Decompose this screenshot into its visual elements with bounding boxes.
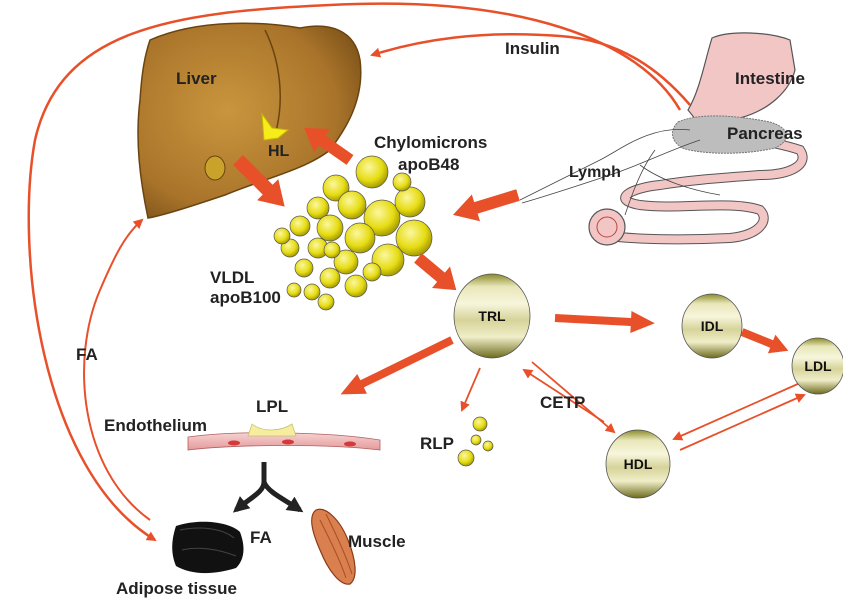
hl-label: HL: [268, 143, 290, 160]
lipoprotein-particle: [319, 267, 341, 289]
lipoprotein-particle: [392, 172, 412, 192]
lipoprotein-particle: [286, 282, 302, 298]
lipoprotein-particle: [394, 186, 426, 218]
hdl-node: HDL: [605, 429, 671, 499]
lipoprotein-particle-cluster: [273, 155, 433, 311]
adipose-tissue-shape: [172, 521, 244, 574]
lipoprotein-particle: [273, 227, 291, 245]
insulin-arrow: [370, 32, 691, 106]
lipoprotein-particle: [337, 190, 367, 220]
ldl-to-hdl-arrow: [672, 382, 801, 441]
lipoprotein-particle: [317, 293, 335, 311]
hl-marker: [261, 112, 290, 141]
rlp-particles: [457, 416, 494, 467]
endothelium-label: Endothelium: [104, 416, 207, 435]
hdl-to-trl-arrow: [522, 368, 605, 423]
vldl-label: VLDL: [210, 268, 254, 287]
intestine-label: Intestine: [735, 69, 805, 88]
lipoprotein-particle: [362, 262, 382, 282]
adipose-label: Adipose tissue: [116, 579, 237, 598]
chylomicrons-label: Chylomicrons: [374, 133, 487, 152]
lipoprotein-particle: [294, 258, 314, 278]
idl-node: IDL: [681, 293, 743, 359]
hdl-to-ldl-arrow: [679, 393, 806, 451]
idl-label: IDL: [701, 318, 724, 334]
lymph-label: Lymph: [569, 164, 621, 181]
trl-node: TRL: [453, 273, 531, 359]
lipoprotein-particle: [316, 214, 344, 242]
fa-branch-arrows: [232, 462, 304, 513]
muscle-shape: [311, 508, 356, 585]
apob48-label: apoB48: [398, 155, 459, 174]
trl-label: TRL: [478, 308, 506, 324]
trl-to-rlp-arrow: [460, 367, 481, 412]
liver-label: Liver: [176, 69, 217, 88]
liver-shape: [137, 22, 362, 219]
lipoprotein-particle: [306, 196, 330, 220]
lipoprotein-particle: [395, 219, 433, 257]
muscle-label: Muscle: [348, 532, 406, 551]
trl-to-idl-arrow: [554, 310, 655, 333]
lipoprotein-particle: [289, 215, 311, 237]
intestine-shape: [588, 32, 808, 246]
idl-to-ldl-arrow: [740, 328, 789, 354]
ldl-node: LDL: [791, 337, 843, 395]
outer-fa-loop-arrow: [27, 2, 682, 542]
lpl-marker: [247, 423, 297, 437]
chylomicron-to-liver-arrow: [304, 127, 354, 165]
hdl-label: HDL: [624, 456, 653, 472]
fa-return-arrow: [83, 218, 151, 521]
block-arrows: [233, 127, 789, 395]
fa-bottom-label: FA: [250, 528, 272, 547]
lipoprotein-particle: [303, 283, 321, 301]
trl-to-lpl-arrow: [340, 336, 454, 395]
ldl-label: LDL: [804, 358, 832, 374]
fa-left-label: FA: [76, 345, 98, 364]
thin-arrows: [460, 361, 806, 451]
cetp-label: CETP: [540, 393, 585, 412]
insulin-label: Insulin: [505, 39, 560, 58]
lipoprotein-particle: [363, 199, 401, 237]
lipoprotein-particle: [323, 241, 341, 259]
rlp-label: RLP: [420, 434, 454, 453]
lpl-label: LPL: [256, 397, 288, 416]
lymph-vessels: [519, 128, 721, 216]
lymph-to-chylomicron-arrow: [452, 189, 520, 222]
cluster-to-trl-arrow: [414, 253, 457, 291]
pancreas-shape: [672, 115, 787, 154]
pancreas-label: Pancreas: [727, 124, 803, 143]
lipoprotein-particle: [355, 155, 389, 189]
lipoprotein-particle: [344, 274, 368, 298]
lipoprotein-particle: [344, 222, 376, 254]
lipoprotein-particle: [333, 249, 359, 275]
liver-to-vldl-arrow: [233, 155, 285, 207]
apob100-label: apoB100: [210, 288, 281, 307]
